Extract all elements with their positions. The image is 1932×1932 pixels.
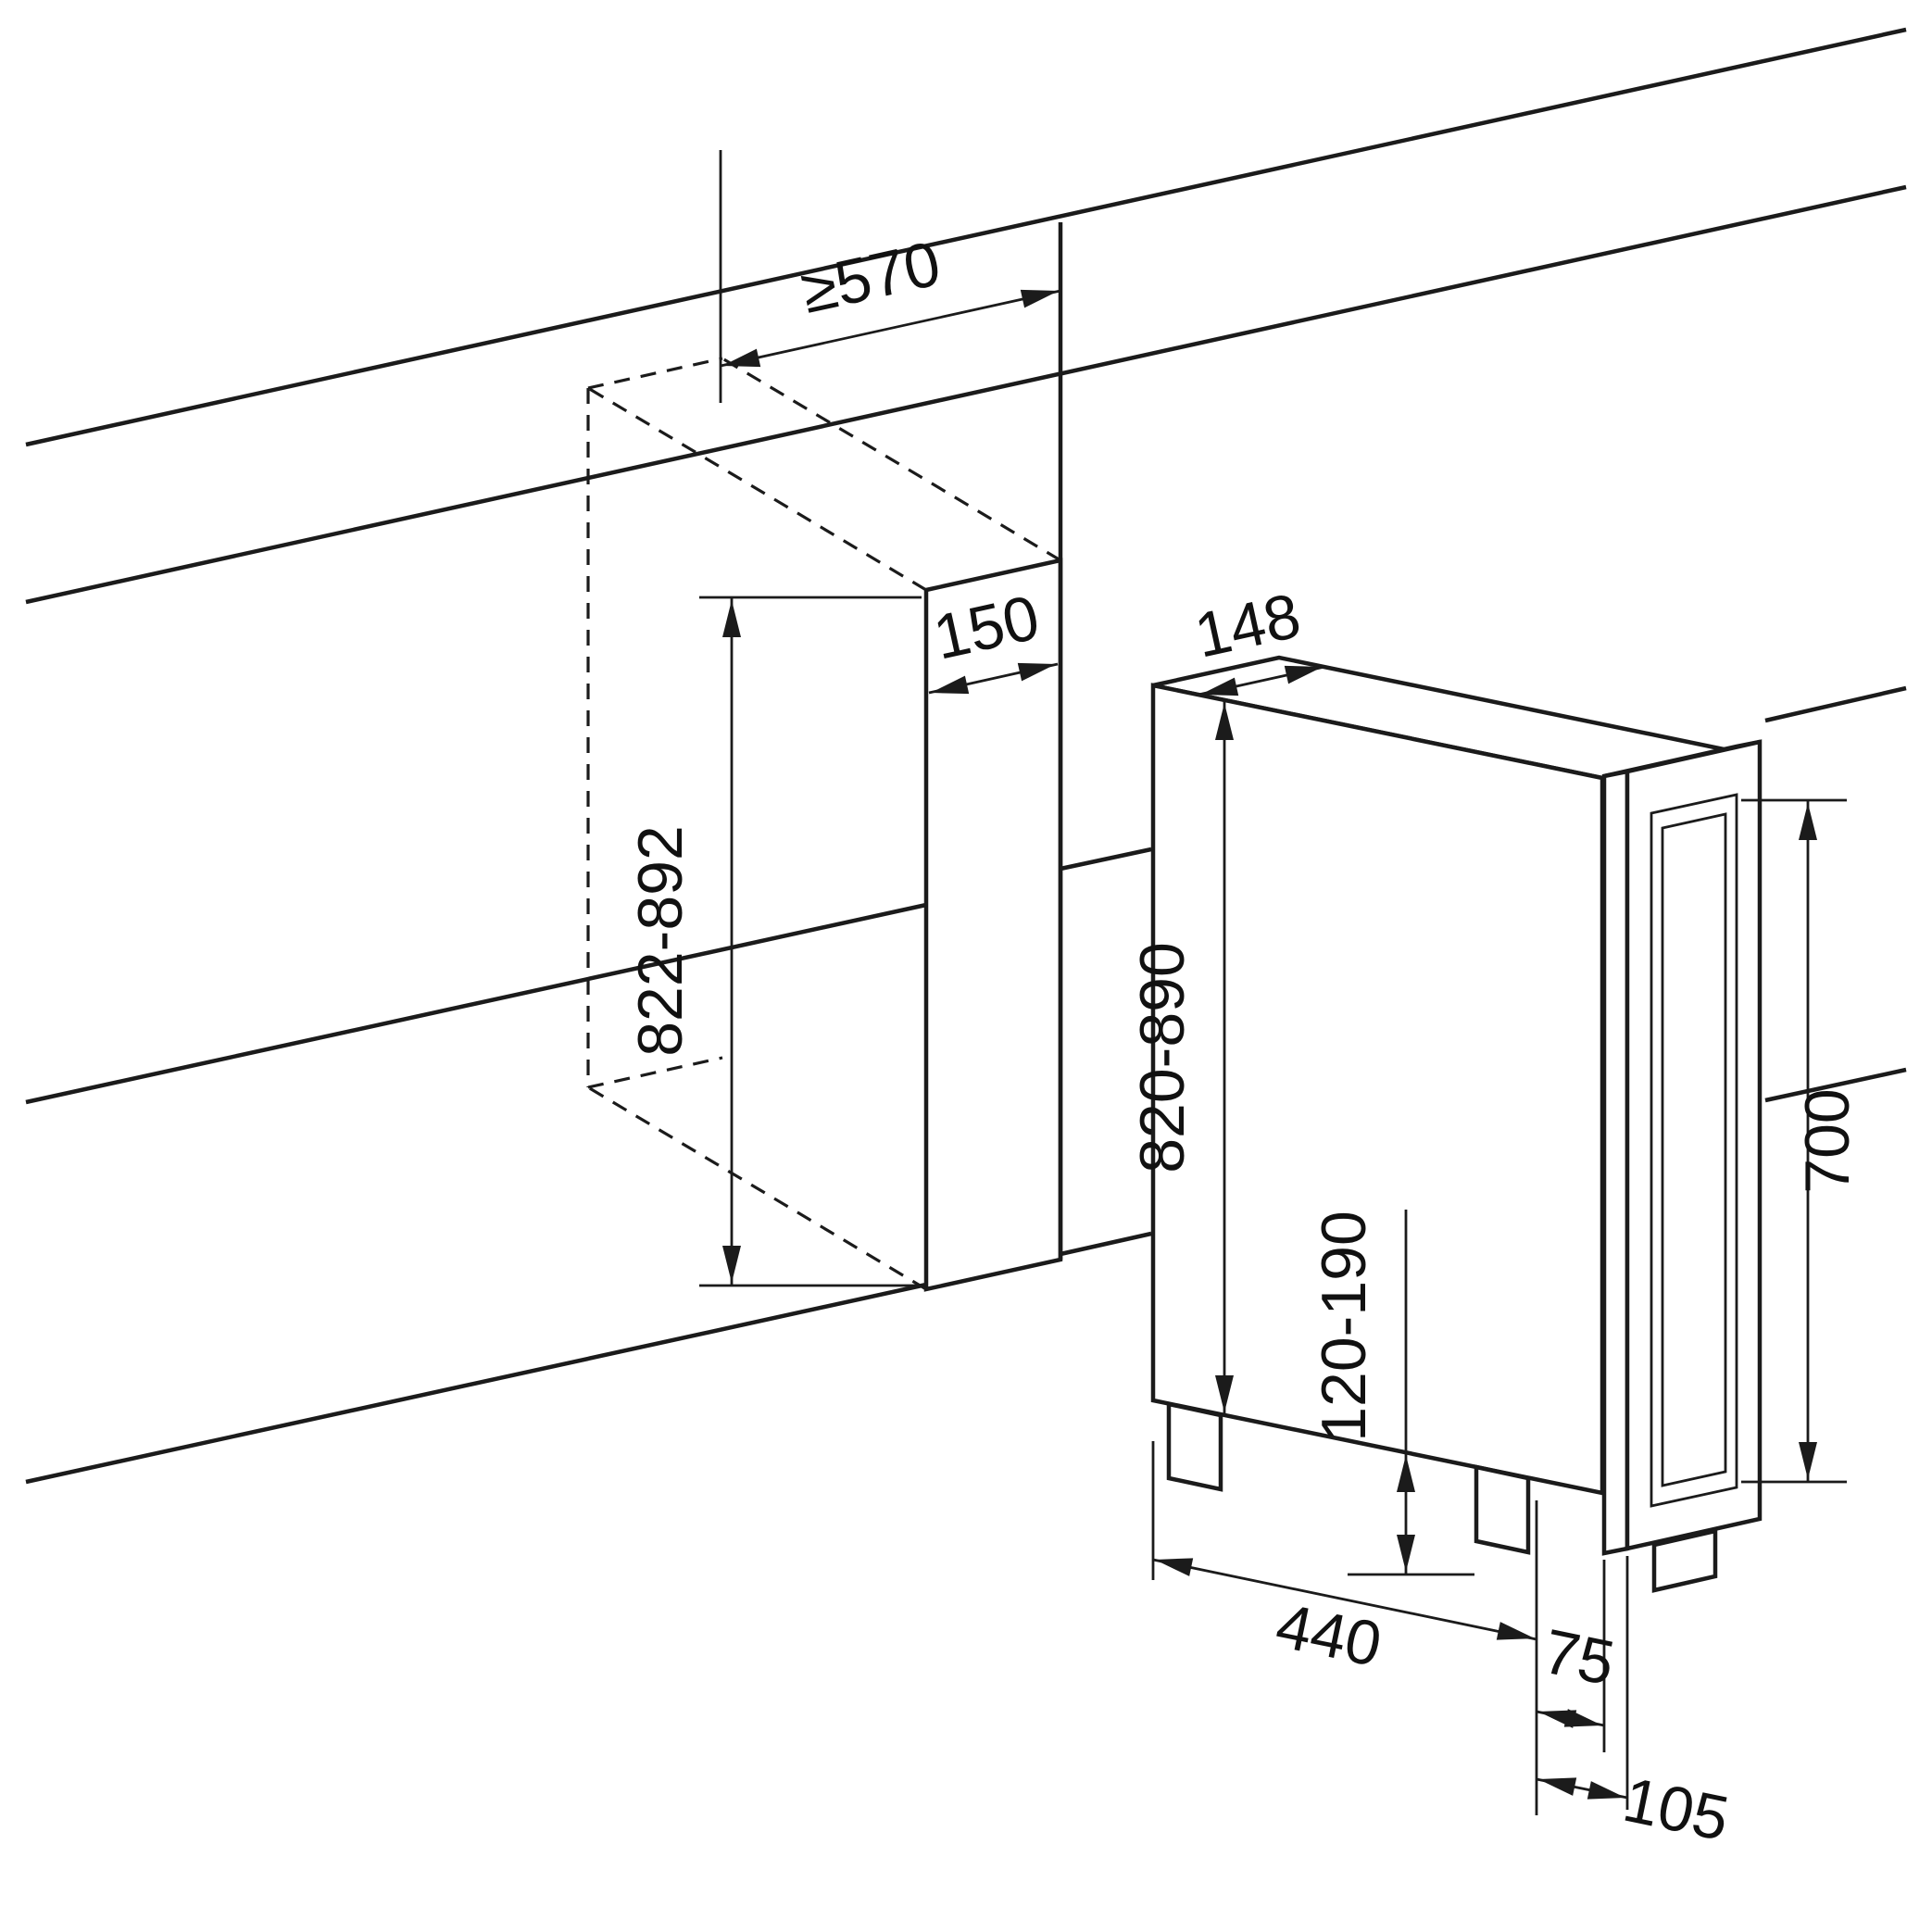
dim-75-label: 75 [1537,1616,1620,1700]
dim-door-offset-75: 75 [1536,1560,1620,1752]
hidden-top-right-depth-edge [721,357,1061,562]
dimensions: ≥570 150 822-892 148 [625,150,1863,1854]
cabinet-bottom-edge-right [1764,685,1907,723]
floor-edge-mid [1060,1231,1152,1257]
dim-niche-width: 150 [927,582,1059,702]
dim-feet-height: 120-190 [1309,1210,1474,1576]
door-glass-frame [1650,793,1738,1508]
door-plinth-foot [1651,1528,1718,1593]
dim-105-label: 105 [1617,1764,1735,1854]
door-glass-panel [1661,812,1727,1487]
hidden-back-top-edge [587,357,723,390]
niche-opening [923,222,1063,1292]
counter-front-edge-line [25,184,1907,605]
floor-edge-right [1764,1067,1907,1103]
floor-edge-left [25,1282,927,1485]
cabinet-run-lines [25,27,1907,1485]
hidden-bottom-left-depth-edge [587,1085,927,1291]
dim-niche-height: 822-892 [625,596,922,1287]
dim-door-depth-105: 105 [1536,1556,1735,1854]
dim-door-glass-height: 700 [1741,798,1863,1484]
dim-door-glass-height-label: 700 [1792,1088,1863,1193]
cooler-front-foot [1474,1464,1531,1555]
dim-unit-height-label: 820-890 [1127,942,1198,1173]
wall-top-edge-line [25,27,1907,447]
cabinet-bottom-edge-left [25,902,927,1105]
cabinet-bottom-edge-mid [1060,847,1152,872]
dim-niche-depth: ≥570 [719,150,1061,403]
hidden-back-bottom-edge [587,1056,723,1089]
niche-hidden-edges [586,357,1061,1291]
dim-unit-height: 820-890 [1127,700,1234,1415]
door-edge-face [1601,769,1630,1556]
dim-niche-width-label: 150 [927,582,1045,673]
dimension-line [720,289,1061,368]
cooler-back-foot [1166,1401,1223,1492]
dim-feet-height-label: 120-190 [1309,1211,1379,1442]
door-front-face [1625,739,1763,1551]
wine-cooler [1150,655,1763,1593]
dimension-line [1152,1558,1537,1641]
dim-niche-depth-label: ≥570 [795,228,947,327]
hidden-top-left-depth-edge [587,386,927,592]
dim-niche-height-label: 822-892 [625,825,696,1057]
